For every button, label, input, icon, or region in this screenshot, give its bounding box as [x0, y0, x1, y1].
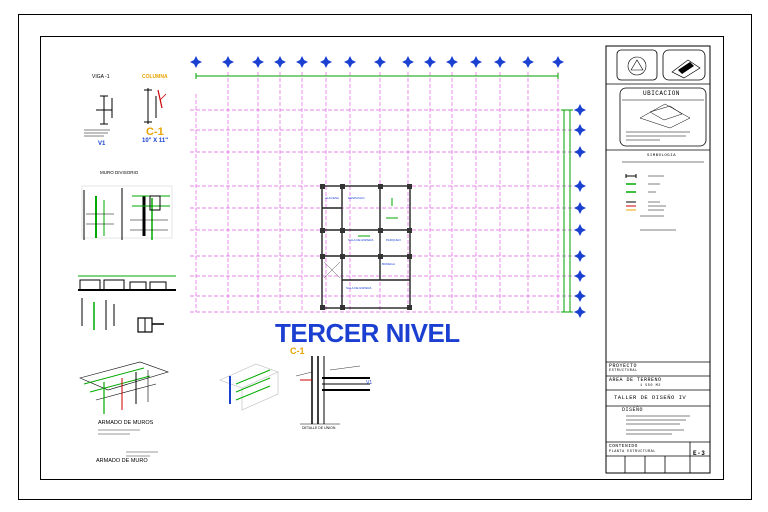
- floor-plan-columns: [320, 184, 412, 310]
- room-label: BODEGA: [382, 262, 395, 266]
- symbology-header: SIMBOLOGIA: [647, 154, 677, 158]
- room-label: ALACENA: [325, 196, 340, 200]
- sheet-inner-border: [40, 36, 724, 480]
- project-label: PROYECTO: [609, 363, 638, 369]
- dimension-lines: [195, 73, 573, 313]
- axis-markers-right: [574, 104, 586, 318]
- beam-v1-tag: V1: [98, 141, 106, 147]
- column-beam-connection-detail: [295, 356, 370, 425]
- room-label: PARQUEO: [386, 238, 401, 242]
- beam-label: VIGA -1: [92, 74, 110, 80]
- partition-wall-label: MURO DIVISORIO: [100, 170, 139, 175]
- location-header: UBICACION: [643, 90, 680, 97]
- column-section-detail: [144, 88, 157, 124]
- sheet-outer-border: [18, 14, 752, 500]
- room-label: SALA DE ESPERA: [348, 238, 374, 242]
- beam-section-detail: [96, 95, 113, 125]
- beam-notes: [84, 129, 110, 137]
- title-block-frame: [605, 45, 711, 474]
- connection-detail-caption: DETALLE DE UNION: [302, 426, 336, 430]
- sheet-number: E-3: [693, 450, 706, 457]
- column-label: COLUMNA: [142, 74, 168, 80]
- detail-v1-tag: V1: [366, 380, 373, 386]
- area-label: AREA DE TERRENO: [609, 377, 662, 383]
- wall-column-joint-detail: [219, 363, 279, 411]
- room-label: DESPACHO: [348, 196, 365, 200]
- axis-markers-top: [190, 56, 564, 68]
- column-tag: C-1: [146, 126, 164, 138]
- floor-plan-beams: [358, 198, 398, 237]
- plan-level-title: TERCER NIVEL: [275, 318, 460, 348]
- area-value: 1 550 M2: [640, 384, 661, 388]
- foundation-details: [78, 275, 176, 333]
- wall-reinforcement-label-1: ARMADO DE MUROS: [98, 420, 154, 426]
- contents-label: CONTENIDO: [609, 444, 638, 449]
- axis-grid: [190, 72, 578, 313]
- detail-c1-tag: C-1: [290, 346, 305, 356]
- contents-value: PLANTA ESTRUCTURAL: [609, 450, 656, 454]
- design-header: DISEÑO: [622, 407, 644, 413]
- wall-reinforcement-label-2: ARMADO DE MURO: [96, 458, 148, 464]
- floor-plan-stairs: [323, 261, 341, 279]
- project-value: ESTRUCTURAL: [609, 369, 638, 373]
- wall-reinforcement-detail: [79, 361, 169, 457]
- room-label: SALA DE ESPERA: [346, 286, 372, 290]
- partition-wall-detail: [81, 185, 173, 240]
- course-name: TALLER DE DISEÑO IV: [614, 394, 687, 401]
- column-size: 10" X 11": [142, 138, 169, 144]
- floor-plan-walls: [321, 185, 411, 309]
